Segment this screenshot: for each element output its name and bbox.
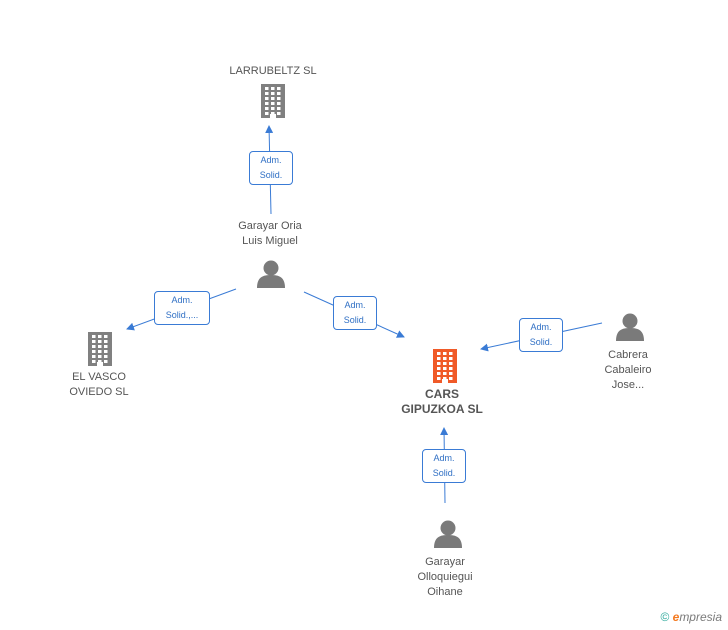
node-label-line: Oihane — [427, 586, 463, 598]
relation-badge-garayar_oihane-to-cars[interactable]: Adm. Solid. — [422, 449, 466, 483]
node-label-line: Jose... — [611, 379, 645, 391]
relation-badge-line: Adm. — [530, 322, 552, 332]
node-label-line: GIPUZKOA SL — [401, 402, 483, 416]
relation-badge-line: Solid. — [343, 315, 367, 325]
relation-badge-line: Adm. — [433, 453, 455, 463]
relation-badge-line: Adm. — [260, 155, 282, 165]
relation-badge-line: Adm. — [171, 295, 193, 305]
building-icon-larrubeltz[interactable] — [261, 84, 285, 118]
person-icon-garayar_luis[interactable] — [257, 260, 285, 289]
node-label-line: OVIEDO SL — [69, 386, 129, 398]
relation-badge-garayar_luis-to-el_vasco[interactable]: Adm. Solid.,... — [154, 291, 210, 325]
person-icon-cabrera[interactable] — [616, 313, 644, 342]
relation-badge-garayar_luis-to-larrubeltz[interactable]: Adm. Solid. — [249, 151, 293, 185]
relation-badge-garayar_luis-to-cars[interactable]: Adm. Solid. — [333, 296, 377, 330]
copyright-symbol: © — [660, 610, 670, 624]
relation-badge-line: Solid. — [259, 170, 283, 180]
relation-badge-line: Solid. — [432, 468, 456, 478]
relation-badge-cabrera-to-cars[interactable]: Adm. Solid. — [519, 318, 563, 352]
building-icon-cars[interactable] — [433, 349, 457, 383]
node-label-line: Cabaleiro — [604, 364, 652, 376]
node-label-line: EL VASCO — [72, 371, 126, 383]
building-icon-el_vasco[interactable] — [88, 332, 112, 366]
node-label-line: Garayar — [425, 556, 465, 568]
node-label-el_vasco[interactable]: EL VASCO OVIEDO SL — [44, 370, 154, 400]
footer-brand[interactable]: © empresia — [660, 610, 722, 624]
node-label-line: LARRUBELTZ SL — [229, 65, 317, 77]
brand-logo-text: mpresia — [679, 610, 722, 624]
node-label-line: CARS — [424, 387, 459, 401]
relation-badge-line: Solid. — [529, 337, 553, 347]
node-label-larrubeltz[interactable]: LARRUBELTZ SL — [213, 64, 333, 79]
node-label-line: Garayar Oria — [238, 220, 302, 232]
node-label-line: Cabrera — [608, 349, 648, 361]
person-icon-garayar_oihane[interactable] — [434, 520, 462, 549]
relation-badge-line: Adm. — [344, 300, 366, 310]
brand-logo-initial: e — [672, 610, 680, 624]
relation-badge-line: Solid.,... — [165, 310, 199, 320]
node-label-line: Luis Miguel — [242, 235, 298, 247]
node-label-line: Olloquiegui — [417, 571, 473, 583]
